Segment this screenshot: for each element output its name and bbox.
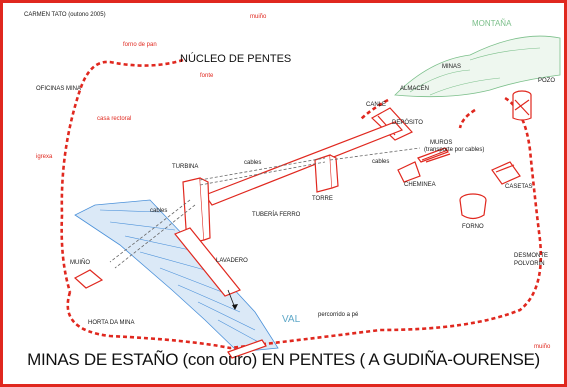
label-cables-left: cables [150,208,167,214]
label-minas: MINAS [442,64,461,70]
label-percorrido: percorrido a pé [318,312,359,318]
label-torre: TORRE [312,196,333,202]
label-val: VAL [282,314,301,325]
label-turbina: TURBINA [172,164,198,170]
label-almacen: ALMACÉN [400,85,429,92]
muino-left-structure [73,269,104,289]
author-credit: CARMEN TATO (outono 2005) [24,12,106,18]
cheminea-structure [397,161,421,183]
bridge-structure [227,339,267,359]
label-fonte: fonte [200,73,214,79]
label-lavadero: LAVADERO [216,258,248,264]
label-horta: HORTA DA MINA [88,320,134,326]
label-forno-pan: forno de pan [123,42,157,48]
label-nucleo: NÚCLEO DE PENTES [180,52,291,65]
lavadero-structure [174,227,241,297]
label-deposito: DEPÓSITO [392,119,423,126]
casetas-structure [491,161,521,185]
label-desmonte: DESMONTE [514,253,548,259]
label-pozo: POZO [538,78,555,84]
label-casetas: CASETAS [505,184,533,190]
mountain [394,35,561,98]
torre-structure [314,154,333,193]
label-polvorin: POLVORÍN [514,260,545,267]
label-montana: MONTAÑA [472,19,512,28]
label-forno: FORNO [462,224,484,230]
label-cables-right: cables [372,159,389,165]
label-muino-bottom: muiño [534,344,551,350]
label-muros: MUROS [430,140,452,146]
tuberia-pipe [204,121,404,206]
label-cheminea: CHEMINEA [404,182,436,188]
label-transporte: (transporte por cables) [424,147,484,153]
label-muino-left: MUIÑO [70,259,90,266]
label-cables-top: cables [244,160,261,166]
mine-structures [73,90,532,359]
label-casa-rectoral: casa rectoral [97,116,131,122]
label-igrexa: igrexa [36,154,53,160]
label-canle: CANLE [366,102,386,108]
label-oficinas: OFICINAS MINA [36,86,81,92]
label-muino-top: muiño [250,14,267,20]
flow-arrow-head [232,304,238,310]
walking-path [60,58,543,350]
diagram-caption: MINAS DE ESTAÑO (con ouro) EN PENTES ( A… [27,350,540,369]
label-tuberia: TUBERÍA FERRO [252,211,301,218]
river [74,199,279,353]
cables [109,147,421,269]
